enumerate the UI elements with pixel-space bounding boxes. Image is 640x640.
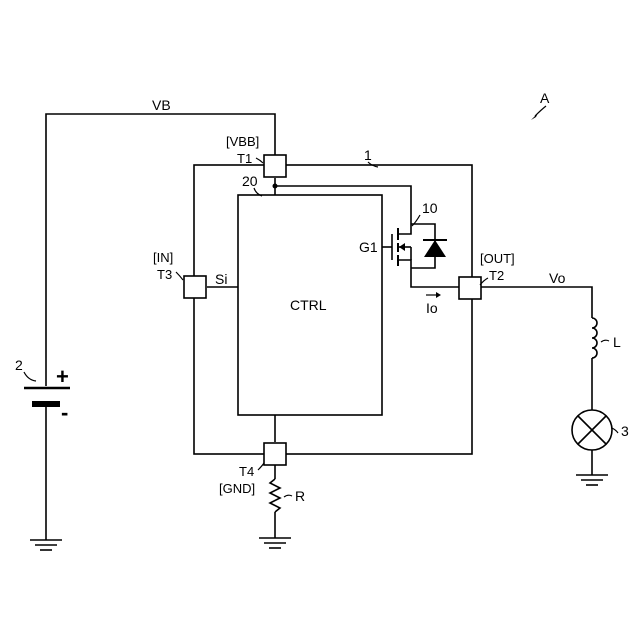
terminal-t4: T4 [GND]	[219, 443, 286, 496]
body-diode	[411, 224, 447, 268]
output-net-label: Vo	[549, 270, 566, 286]
gate-ref-label: G1	[359, 239, 378, 255]
terminal-t3-name: [IN]	[153, 250, 173, 265]
terminal-t1-name: [VBB]	[226, 134, 259, 149]
controller-block: CTRL 20 Si	[215, 173, 382, 415]
resistor-r: R	[270, 465, 305, 538]
terminal-t3: [IN] T3	[153, 250, 206, 298]
ground-symbol-resistor	[259, 538, 291, 548]
terminal-t4-name: [GND]	[219, 481, 255, 496]
supply-net-label: VB	[152, 97, 171, 113]
lamp: 3	[572, 410, 629, 475]
terminal-t2-pin: T2	[489, 268, 504, 283]
terminal-t1: [VBB] T1	[226, 134, 286, 177]
resistor-label: R	[295, 488, 305, 504]
controller-label: CTRL	[290, 297, 327, 313]
input-signal-label: Si	[215, 271, 227, 287]
battery-minus-sign: -	[61, 400, 68, 425]
switch-ref-label: 10	[422, 200, 438, 216]
controller-ref-label: 20	[242, 173, 258, 189]
ground-symbol-battery	[30, 540, 62, 550]
figure-label: A	[540, 90, 550, 106]
ground-symbol-lamp	[576, 475, 608, 485]
output-current-label: Io	[426, 300, 438, 316]
terminal-t1-pin: T1	[237, 151, 252, 166]
inductor-l: L	[592, 318, 621, 410]
lamp-ref-label: 3	[621, 423, 629, 439]
battery-ref-label: 2	[15, 357, 23, 373]
battery-plus-sign: +	[56, 364, 69, 389]
terminal-t3-pin: T3	[157, 267, 172, 282]
terminal-t2-name: [OUT]	[480, 251, 515, 266]
output-current-indicator: Io	[426, 292, 441, 316]
battery: + - 2	[15, 357, 70, 540]
terminal-t2: [OUT] T2	[459, 251, 515, 299]
device-ref-label: 1	[364, 147, 372, 163]
figure-reference: A	[531, 90, 550, 120]
terminal-t4-pin: T4	[239, 464, 254, 479]
inductor-label: L	[613, 334, 621, 350]
